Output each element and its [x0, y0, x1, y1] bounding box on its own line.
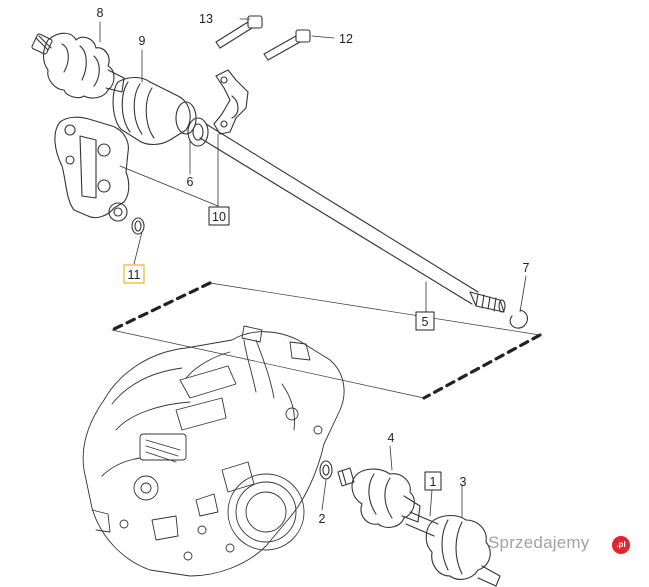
callout-8: 8: [97, 6, 104, 20]
callout-5: 5: [422, 315, 429, 329]
seal-ring-11: [131, 217, 145, 235]
bolt-13: [215, 15, 263, 49]
transaxle-gearbox: [82, 325, 345, 577]
callout-box-10: [208, 206, 230, 226]
circlip: [509, 309, 529, 329]
dashed-group-outline: [110, 281, 542, 400]
callout-box-11: [123, 264, 145, 284]
bearing-bracket: [213, 69, 249, 135]
watermark-text: Sprzedajemy: [488, 533, 590, 552]
seal-ring-2: [319, 460, 333, 480]
lower-outer-cv-joint: [425, 514, 501, 587]
callout-13: 13: [199, 12, 213, 26]
watermark-badge: .pl: [612, 536, 630, 554]
callout-7: 7: [523, 261, 530, 275]
leader-lines: [99, 18, 527, 519]
callout-4: 4: [388, 431, 395, 445]
callout-2: 2: [319, 512, 326, 526]
group-connector-lines: [111, 282, 541, 399]
callout-box-5: [415, 311, 435, 331]
lower-inner-cv-joint: [337, 467, 421, 528]
upper-inner-cv-joint: [112, 76, 209, 147]
callout-10: 10: [212, 210, 226, 224]
upper-outer-cv-joint: [31, 32, 125, 99]
callout-12: 12: [339, 32, 353, 46]
callout-1: 1: [430, 475, 437, 489]
upper-half-shaft: [199, 123, 506, 313]
callout-3: 3: [460, 475, 467, 489]
wheel-hub-knuckle: [54, 116, 130, 222]
callout-box-1: [424, 471, 442, 491]
callout-9: 9: [139, 34, 146, 48]
bolt-12: [263, 29, 311, 61]
callout-11: 11: [128, 268, 141, 282]
lower-half-shaft: [405, 511, 439, 537]
callout-6: 6: [187, 175, 194, 189]
